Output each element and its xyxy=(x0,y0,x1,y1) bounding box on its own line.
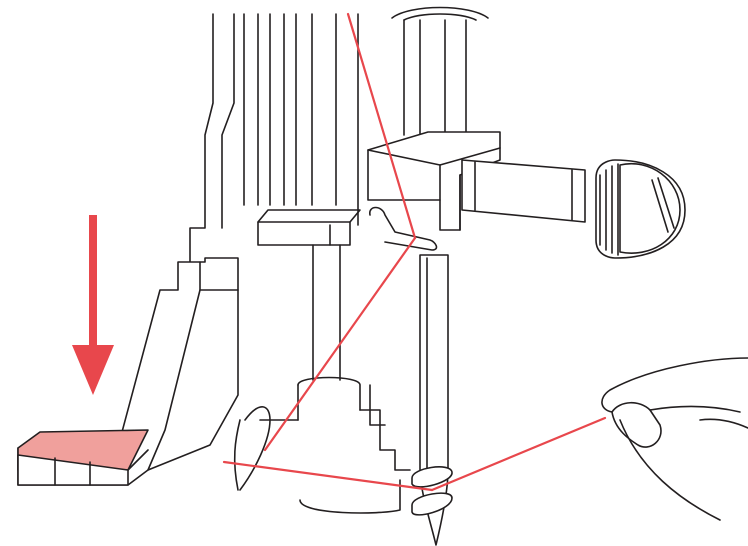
arrow-down-icon xyxy=(72,215,114,395)
presser-foot-bar xyxy=(177,13,259,291)
needle-bar-housing xyxy=(257,13,361,381)
hook-area xyxy=(233,376,453,516)
thread xyxy=(222,12,607,492)
hand xyxy=(601,357,748,521)
presser-foot xyxy=(17,257,239,486)
needle-clamp xyxy=(367,6,686,546)
